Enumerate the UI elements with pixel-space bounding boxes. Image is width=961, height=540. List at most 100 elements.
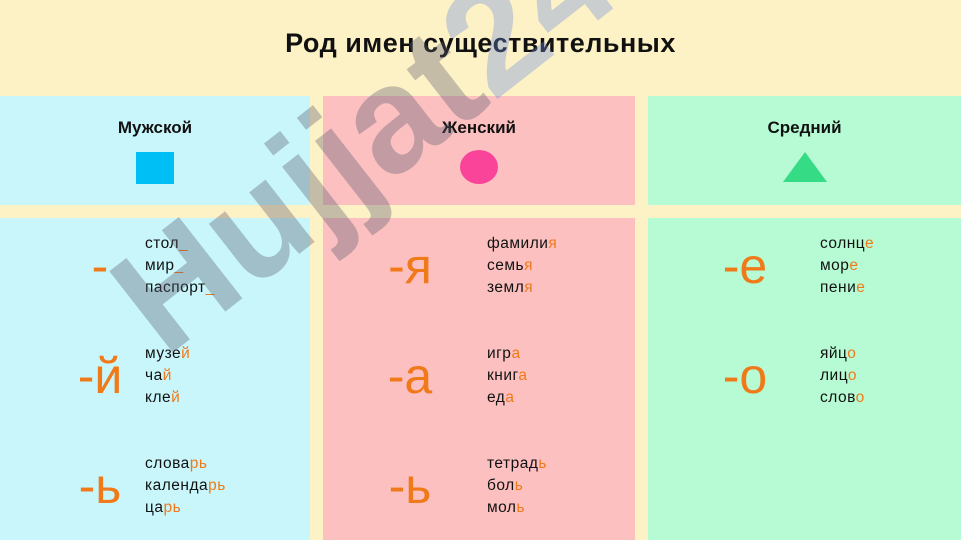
gender-header-1: Женский xyxy=(323,96,635,205)
word-ending: ь xyxy=(514,477,524,494)
word: море xyxy=(820,255,874,277)
word: моль xyxy=(487,497,547,519)
gender-label: Средний xyxy=(767,118,842,137)
word-stem: яйц xyxy=(820,345,848,362)
word-stem: мир xyxy=(145,257,175,274)
word-stem: лиц xyxy=(820,367,848,384)
word-stem: пени xyxy=(820,279,857,296)
ending-label: -о xyxy=(722,348,768,404)
word-ending: е xyxy=(856,279,866,296)
word-ending: а xyxy=(518,367,528,384)
gender-label: Женский xyxy=(442,118,516,137)
word-ending: ь xyxy=(538,455,547,472)
word: паспорт_ xyxy=(145,277,215,299)
word-ending: й xyxy=(162,367,172,384)
word: клей xyxy=(145,387,190,409)
circle-icon xyxy=(460,150,498,184)
word: боль xyxy=(487,475,547,497)
word-stem: земл xyxy=(487,279,525,296)
word: еда xyxy=(487,387,527,409)
word-stem: музе xyxy=(145,345,182,362)
word-ending: о xyxy=(847,367,858,384)
word-ending: й xyxy=(181,345,191,362)
word: яйцо xyxy=(820,343,865,365)
gender-header-2: Средний xyxy=(648,96,961,205)
word-stem: ед xyxy=(487,389,506,406)
word: лицо xyxy=(820,365,865,387)
word: чай xyxy=(145,365,190,387)
word-ending: _ xyxy=(205,279,215,296)
word-ending: а xyxy=(505,389,515,406)
word-stem: стол xyxy=(145,235,179,252)
ending-label: -а xyxy=(387,348,433,404)
word-stem: семь xyxy=(487,257,525,274)
word: тетрадь xyxy=(487,453,547,475)
word: календарь xyxy=(145,475,226,497)
ending-label: - xyxy=(91,238,109,294)
triangle-icon xyxy=(782,152,827,182)
word: словарь xyxy=(145,453,226,475)
word-list: стол_мир_паспорт_ xyxy=(145,233,215,299)
word-ending: я xyxy=(524,279,534,296)
word-stem: мор xyxy=(820,257,850,274)
word: пение xyxy=(820,277,874,299)
word-stem: слова xyxy=(145,455,190,472)
word-ending: рь xyxy=(163,499,182,516)
page-title: Род имен существительных xyxy=(285,28,676,58)
word-ending: рь xyxy=(189,455,208,472)
word-ending: е xyxy=(849,257,859,274)
word: книга xyxy=(487,365,527,387)
ending-label: -ь xyxy=(78,458,122,514)
word: солнце xyxy=(820,233,874,255)
word-stem: паспорт xyxy=(145,279,206,296)
word-stem: книг xyxy=(487,367,519,384)
word: фамилия xyxy=(487,233,557,255)
word-stem: ча xyxy=(145,367,163,384)
square-icon xyxy=(136,152,174,184)
word: земля xyxy=(487,277,557,299)
word: царь xyxy=(145,497,226,519)
word-stem: игр xyxy=(487,345,512,362)
ending-label: -й xyxy=(77,348,123,404)
word: стол_ xyxy=(145,233,215,255)
word-ending: рь xyxy=(208,477,226,494)
word-stem: мол xyxy=(487,499,517,516)
gender-header-0: Мужской xyxy=(0,96,310,205)
word: слово xyxy=(820,387,865,409)
gender-body-2 xyxy=(648,218,961,540)
word: семья xyxy=(487,255,557,277)
word-stem: слов xyxy=(820,389,856,406)
word-ending: о xyxy=(855,389,865,406)
word-ending: я xyxy=(548,235,558,252)
ending-label: -я xyxy=(388,238,432,294)
word-stem: календа xyxy=(145,477,209,494)
word-ending: _ xyxy=(174,257,184,274)
ending-label: -ь xyxy=(388,458,432,514)
word-ending: я xyxy=(524,257,534,274)
word-stem: тетрад xyxy=(487,455,539,472)
word-ending: ь xyxy=(516,499,526,516)
word: мир_ xyxy=(145,255,215,277)
word-stem: кле xyxy=(145,389,172,406)
gender-body-0 xyxy=(0,218,310,540)
gender-body-1 xyxy=(323,218,635,540)
gender-label: Мужской xyxy=(117,118,193,137)
ending-label: -е xyxy=(722,238,768,294)
word: игра xyxy=(487,343,527,365)
word-ending: а xyxy=(511,345,521,362)
word-ending: е xyxy=(865,235,875,252)
word-stem: солнц xyxy=(820,235,866,252)
word-stem: фамили xyxy=(487,235,549,252)
word-stem: бол xyxy=(487,477,515,494)
word-stem: ца xyxy=(145,499,164,516)
word-ending: о xyxy=(847,345,857,362)
word-ending: _ xyxy=(179,235,189,252)
word: музей xyxy=(145,343,190,365)
